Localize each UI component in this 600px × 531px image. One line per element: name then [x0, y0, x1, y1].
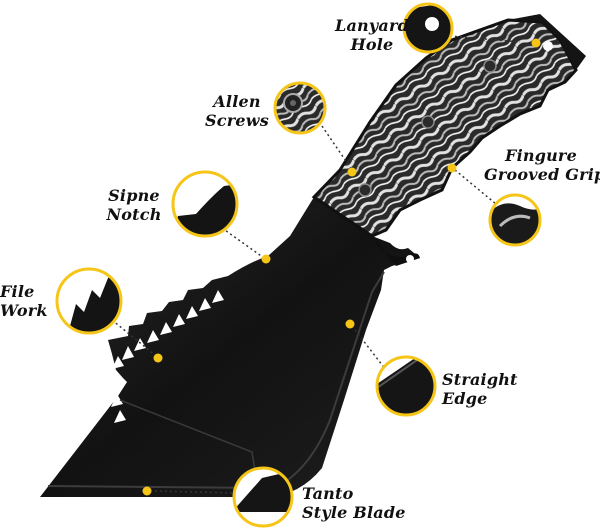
label-lanyard-hole: Lanyard Hole [335, 16, 409, 54]
grooved-grip-zoom [488, 193, 542, 247]
label-file-work: File Work [0, 282, 48, 320]
handle-screws [358, 59, 497, 197]
tanto-blade-zoom [232, 466, 294, 528]
knife-blade [40, 197, 420, 497]
file-work-zoom [55, 267, 123, 335]
leader-lines [111, 35, 521, 494]
knife-handle [311, 18, 578, 238]
label-tanto-style-blade: Tanto Style Blade [302, 484, 406, 522]
lanyard-hole-zoom [402, 2, 454, 54]
file-work-teeth [106, 290, 224, 423]
label-fingure-grooved-grip: Fingure Grooved Grip [484, 146, 600, 184]
anchor-dots [142, 38, 541, 496]
label-allen-screws: Allen Screws [205, 92, 269, 130]
label-straight-edge: Straight Edge [442, 370, 518, 408]
label-sipne-notch: Sipne Notch [106, 186, 162, 224]
spine-notch-zoom [171, 170, 239, 238]
straight-edge-zoom [375, 355, 437, 417]
allen-screws-zoom [273, 81, 327, 135]
